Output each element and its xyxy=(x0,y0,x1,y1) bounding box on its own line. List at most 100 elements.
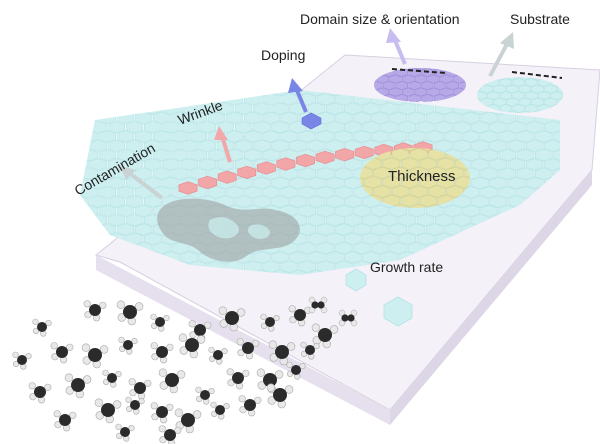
substrate-dashed-edge xyxy=(511,71,563,79)
graphene-hexagon xyxy=(471,139,489,152)
graphene-hexagon xyxy=(380,251,398,264)
graphene-hexagon xyxy=(444,204,462,218)
graphene-hexagon xyxy=(307,176,326,190)
substrate-right-edge xyxy=(390,170,592,425)
graphene-hexagon xyxy=(462,204,480,218)
graphene-hexagon xyxy=(480,204,499,218)
graphene-hexagon xyxy=(362,251,380,264)
graphene-hexagon xyxy=(80,251,89,264)
graphene-hexagon xyxy=(407,111,426,125)
graphene-hexagon xyxy=(516,167,535,180)
graphene-hexagon xyxy=(471,121,489,134)
graphene-hexagon xyxy=(234,139,253,152)
graphene-hexagon xyxy=(80,130,98,143)
substrate-hexagon xyxy=(525,91,538,100)
graphene-hexagon xyxy=(262,186,280,199)
methane-molecule-icon xyxy=(50,342,74,364)
graphene-hexagon xyxy=(98,93,116,106)
graphene-hexagon xyxy=(171,111,189,125)
graphene-hexagon xyxy=(289,269,308,275)
graphene-hexagon xyxy=(80,158,89,171)
graphene-hexagon xyxy=(480,130,499,143)
graphene-hexagon xyxy=(398,232,417,245)
graphene-hexagon xyxy=(362,232,380,245)
graphene-hexagon xyxy=(134,223,153,236)
doping-arrow xyxy=(288,78,308,113)
ethylene-molecule-icon xyxy=(338,309,358,327)
graphene-hexagon xyxy=(425,111,444,125)
graphene-hexagon xyxy=(271,121,289,134)
substrate-hexagon xyxy=(550,91,563,100)
substrate-hexagon xyxy=(499,91,513,100)
graphene-hexagon xyxy=(280,93,298,106)
methane-molecule-icon xyxy=(81,343,109,369)
graphene-hexagon xyxy=(89,158,107,171)
graphene-hexagon xyxy=(353,223,371,236)
graphene-hexagon xyxy=(80,90,89,97)
graphene-hexagon xyxy=(116,186,135,199)
thickness-hexagon xyxy=(418,157,437,170)
graphene-hexagon xyxy=(253,176,271,190)
graphene-hexagon xyxy=(271,176,289,190)
graphene-hexagon xyxy=(280,260,298,273)
thickness-hexagon xyxy=(373,166,392,180)
graphene-hexagon xyxy=(544,139,560,152)
graphene-hexagon xyxy=(262,111,280,125)
substrate-hexagon xyxy=(480,84,494,94)
methane-molecule-icon xyxy=(94,398,122,424)
graphene-hexagon xyxy=(371,241,389,255)
thickness-hexagon xyxy=(409,185,428,198)
graphene-hexagon xyxy=(107,176,126,190)
graphene-hexagon xyxy=(480,148,499,162)
graphene-hexagon xyxy=(462,111,480,125)
graphene-hexagon xyxy=(107,102,126,115)
graphene-hexagon xyxy=(225,130,244,143)
graphene-hexagon xyxy=(298,186,317,199)
graphene-hexagon xyxy=(162,139,180,152)
graphene-hexagon xyxy=(353,111,371,125)
graphene-hexagon xyxy=(80,111,98,125)
methane-molecule-icon xyxy=(150,402,174,424)
graphene-hexagon xyxy=(271,251,289,264)
graphene-hexagon xyxy=(389,111,408,125)
graphene-hexagon xyxy=(343,121,362,134)
thickness-hexagon xyxy=(382,157,401,170)
graphene-hexagon xyxy=(244,130,262,143)
graphene-hexagon xyxy=(262,130,280,143)
graphene-hexagon xyxy=(480,186,499,199)
graphene-hexagon xyxy=(207,186,226,199)
graphene-hexagon xyxy=(80,93,98,106)
graphene-hexagon xyxy=(534,167,553,180)
graphene-hexagon xyxy=(416,121,435,134)
thickness-hexagon xyxy=(437,157,455,170)
substrate-hexagon xyxy=(525,78,538,87)
graphene-hexagon xyxy=(534,130,553,143)
graphene-hexagon xyxy=(144,195,162,208)
graphene-hexagon xyxy=(162,176,180,190)
graphene-hexagon xyxy=(153,241,171,255)
graphene-hexagon xyxy=(389,241,408,255)
graphene-hexagon xyxy=(498,167,517,180)
domain-hexagon xyxy=(440,87,453,97)
graphene-hexagon xyxy=(107,214,126,227)
methane-molecule-icon xyxy=(12,351,32,370)
graphene-hexagon xyxy=(171,93,189,106)
domain-hexagon xyxy=(408,94,421,102)
domain-hexagon xyxy=(414,74,428,84)
graphene-hexagon xyxy=(153,93,171,106)
graphene-hexagon xyxy=(134,148,153,162)
graphene-hexagon xyxy=(144,121,162,134)
graphene-hexagon xyxy=(462,186,480,199)
graphene-hexagon xyxy=(116,148,135,162)
graphene-hexagon xyxy=(225,111,244,125)
wrinkle-arrow xyxy=(214,126,232,163)
graphene-hexagon xyxy=(516,130,535,143)
graphene-hexagon xyxy=(171,130,189,143)
substrate-hexagon xyxy=(512,104,525,113)
thickness-hexagon xyxy=(360,166,373,180)
graphene-hexagon xyxy=(362,121,380,134)
methane-molecule-icon xyxy=(28,382,52,404)
graphene-hexagon xyxy=(343,232,362,245)
thickness-hexagon xyxy=(409,166,428,180)
graphene-hexagon xyxy=(80,269,89,275)
